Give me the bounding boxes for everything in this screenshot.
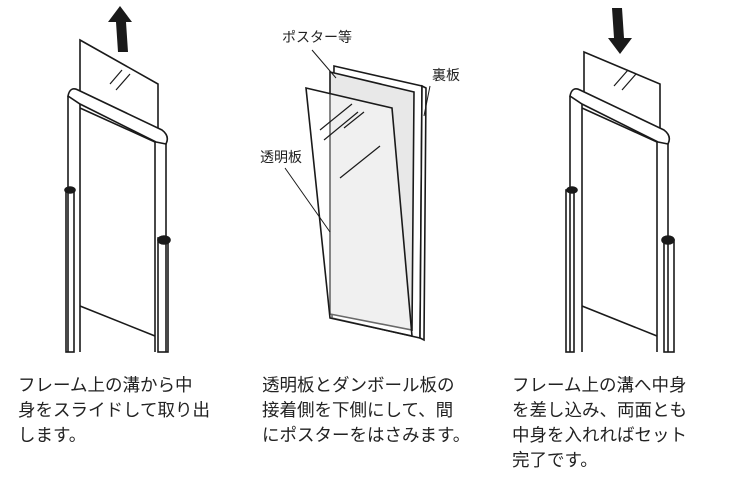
step-2-caption: 透明板とダンボール板の 接着側を下側にして、間 にポスターをはさみます。 <box>262 374 470 449</box>
caption-line: 完了です。 <box>512 451 598 471</box>
leader-back-board <box>423 85 431 117</box>
caption-line: にポスターをはさみます。 <box>262 426 471 446</box>
caption-line: 中身を入れればセット <box>512 426 687 446</box>
caption-line: します。 <box>18 426 87 446</box>
stand-frame <box>64 88 171 352</box>
panel-3-set <box>565 8 675 353</box>
clear-sheet <box>305 86 413 338</box>
leader-clear-sheet <box>284 167 331 233</box>
caption-line: フレーム上の溝へ中身 <box>512 376 687 396</box>
panel-2-insert <box>284 49 431 342</box>
label-back-board: 裏板 <box>432 67 460 84</box>
caption-line: 身をスライドして取り出 <box>18 401 210 421</box>
caption-line: 透明板とダンボール板の <box>262 376 455 396</box>
arrow-down-icon <box>608 8 632 54</box>
caption-line: 接着側を下側にして、間 <box>262 401 454 421</box>
label-clear-sheet: 透明板 <box>260 150 302 166</box>
panel-1-remove <box>64 6 171 353</box>
stand-frame <box>566 88 675 352</box>
step-1-caption: フレーム上の溝から中 身をスライドして取り出 します。 <box>18 374 210 449</box>
stand-back-post <box>65 189 169 353</box>
caption-line: を差し込み、両面とも <box>512 401 687 421</box>
caption-line: フレーム上の溝から中 <box>18 376 193 396</box>
step-3-caption: フレーム上の溝へ中身 を差し込み、両面とも 中身を入れればセット 完了です。 <box>512 374 687 474</box>
arrow-up-icon <box>108 6 132 52</box>
label-poster: ポスター等 <box>282 29 352 46</box>
leader-poster <box>311 49 337 79</box>
